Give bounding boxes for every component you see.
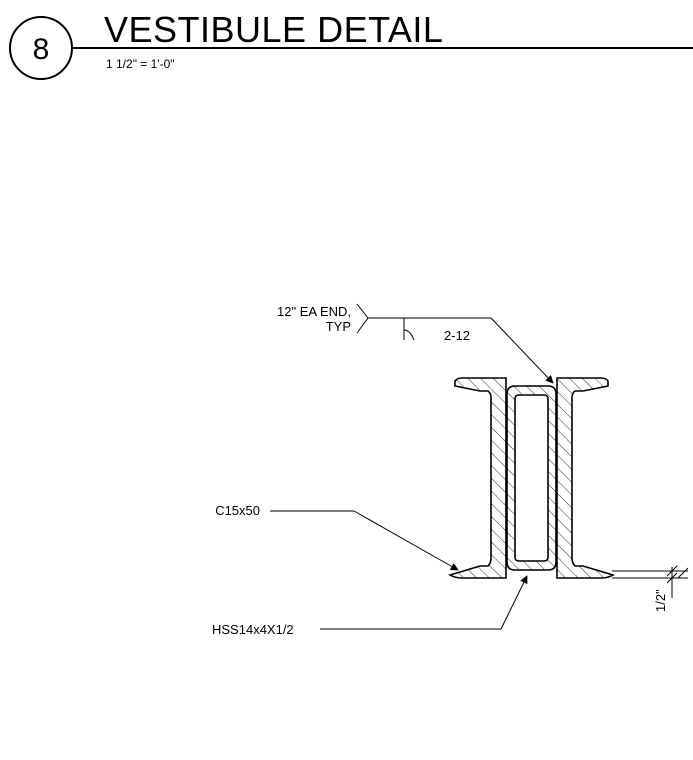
right-channel-section: [556, 377, 615, 579]
channel-label: C15x50: [215, 503, 260, 518]
tube-leader: [500, 575, 528, 630]
detail-scale: 1 1/2" = 1'-0": [106, 57, 175, 71]
left-channel-section: [448, 377, 507, 579]
tube-callout: HSS14x4X1/2: [212, 575, 528, 637]
channel-leader: [353, 510, 459, 571]
weld-leader: [490, 317, 554, 384]
weld-note-line1: 12" EA END,: [277, 304, 351, 319]
hss-tube-section: [506, 385, 557, 571]
dimension-half-inch: 1/2": [612, 565, 689, 612]
channel-callout: C15x50: [215, 503, 459, 571]
weld-size: 2-12: [444, 328, 470, 343]
tube-label: HSS14x4X1/2: [212, 622, 294, 637]
title-block: 8 VESTIBULE DETAIL 1 1/2" = 1'-0": [9, 9, 693, 80]
weld-callout: 12" EA END, TYP 2-12: [277, 303, 554, 384]
detail-title: VESTIBULE DETAIL: [104, 9, 443, 50]
detail-number: 8: [33, 33, 50, 66]
weld-symbol-icon: [403, 318, 415, 341]
weld-note-line2: TYP: [326, 319, 351, 334]
dimension-label: 1/2": [653, 589, 668, 612]
